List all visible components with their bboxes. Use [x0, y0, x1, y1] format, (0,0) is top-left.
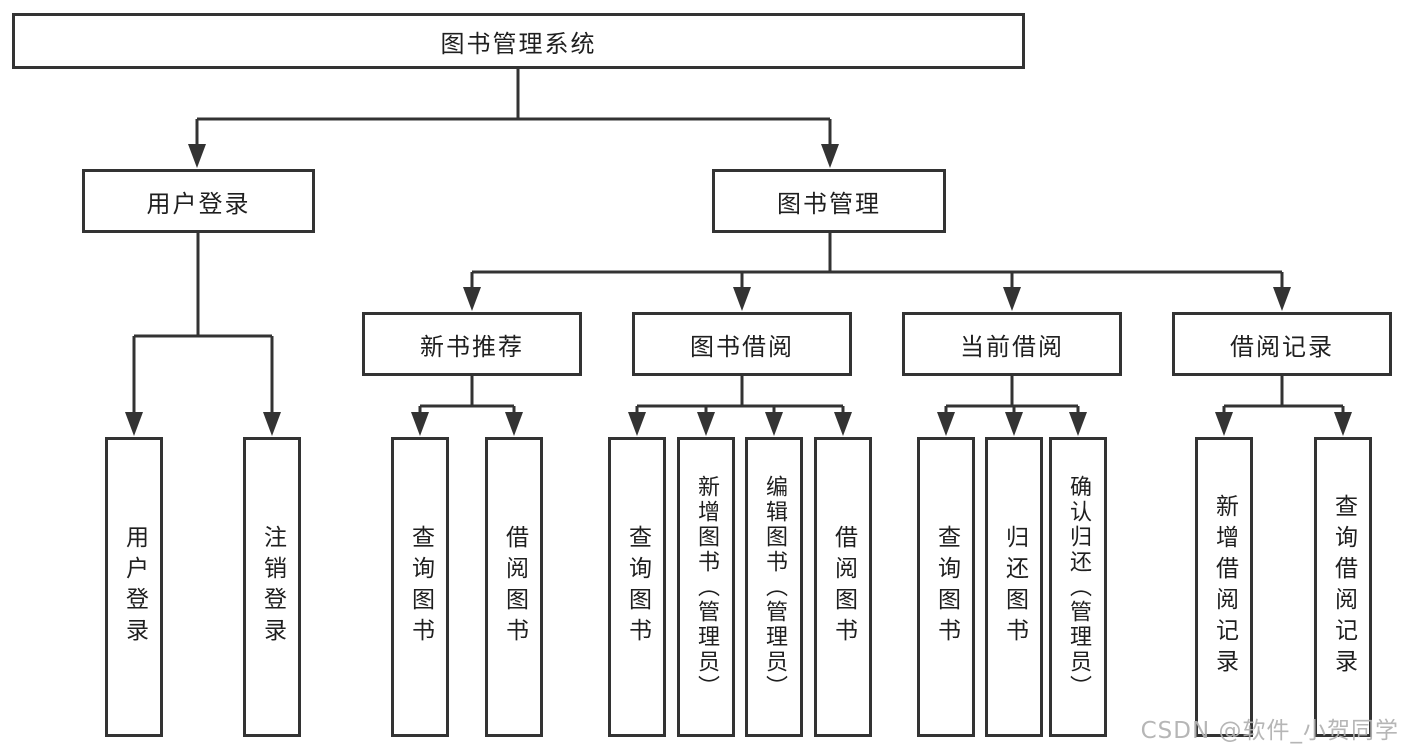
leaf-add-books-admin: 新增图书（管理员）	[677, 437, 735, 737]
node-book-management: 图书管理	[712, 169, 946, 233]
leaf-query-books-recommend: 查询图书	[391, 437, 449, 737]
node-new-book-recommendation: 新书推荐	[362, 312, 582, 376]
node-user-login: 用户登录	[82, 169, 315, 233]
leaf-query-borrow-record: 查询借阅记录	[1314, 437, 1372, 737]
leaf-user-login: 用户登录	[105, 437, 163, 737]
node-book-borrowing: 图书借阅	[632, 312, 852, 376]
leaf-return-books: 归还图书	[985, 437, 1043, 737]
node-current-borrowing: 当前借阅	[902, 312, 1122, 376]
leaf-borrow-books-recommend: 借阅图书	[485, 437, 543, 737]
leaf-edit-books-admin: 编辑图书（管理员）	[745, 437, 803, 737]
leaf-query-books-borrow: 查询图书	[608, 437, 666, 737]
node-borrowing-records: 借阅记录	[1172, 312, 1392, 376]
leaf-add-borrow-record: 新增借阅记录	[1195, 437, 1253, 737]
arrowhead-icons	[125, 144, 1352, 436]
leaf-borrow-books: 借阅图书	[814, 437, 872, 737]
leaf-logout: 注销登录	[243, 437, 301, 737]
node-library-system: 图书管理系统	[12, 13, 1025, 69]
leaf-confirm-return-admin: 确认归还（管理员）	[1049, 437, 1107, 737]
leaf-query-books-current: 查询图书	[917, 437, 975, 737]
connector-strokes	[132, 69, 1345, 414]
